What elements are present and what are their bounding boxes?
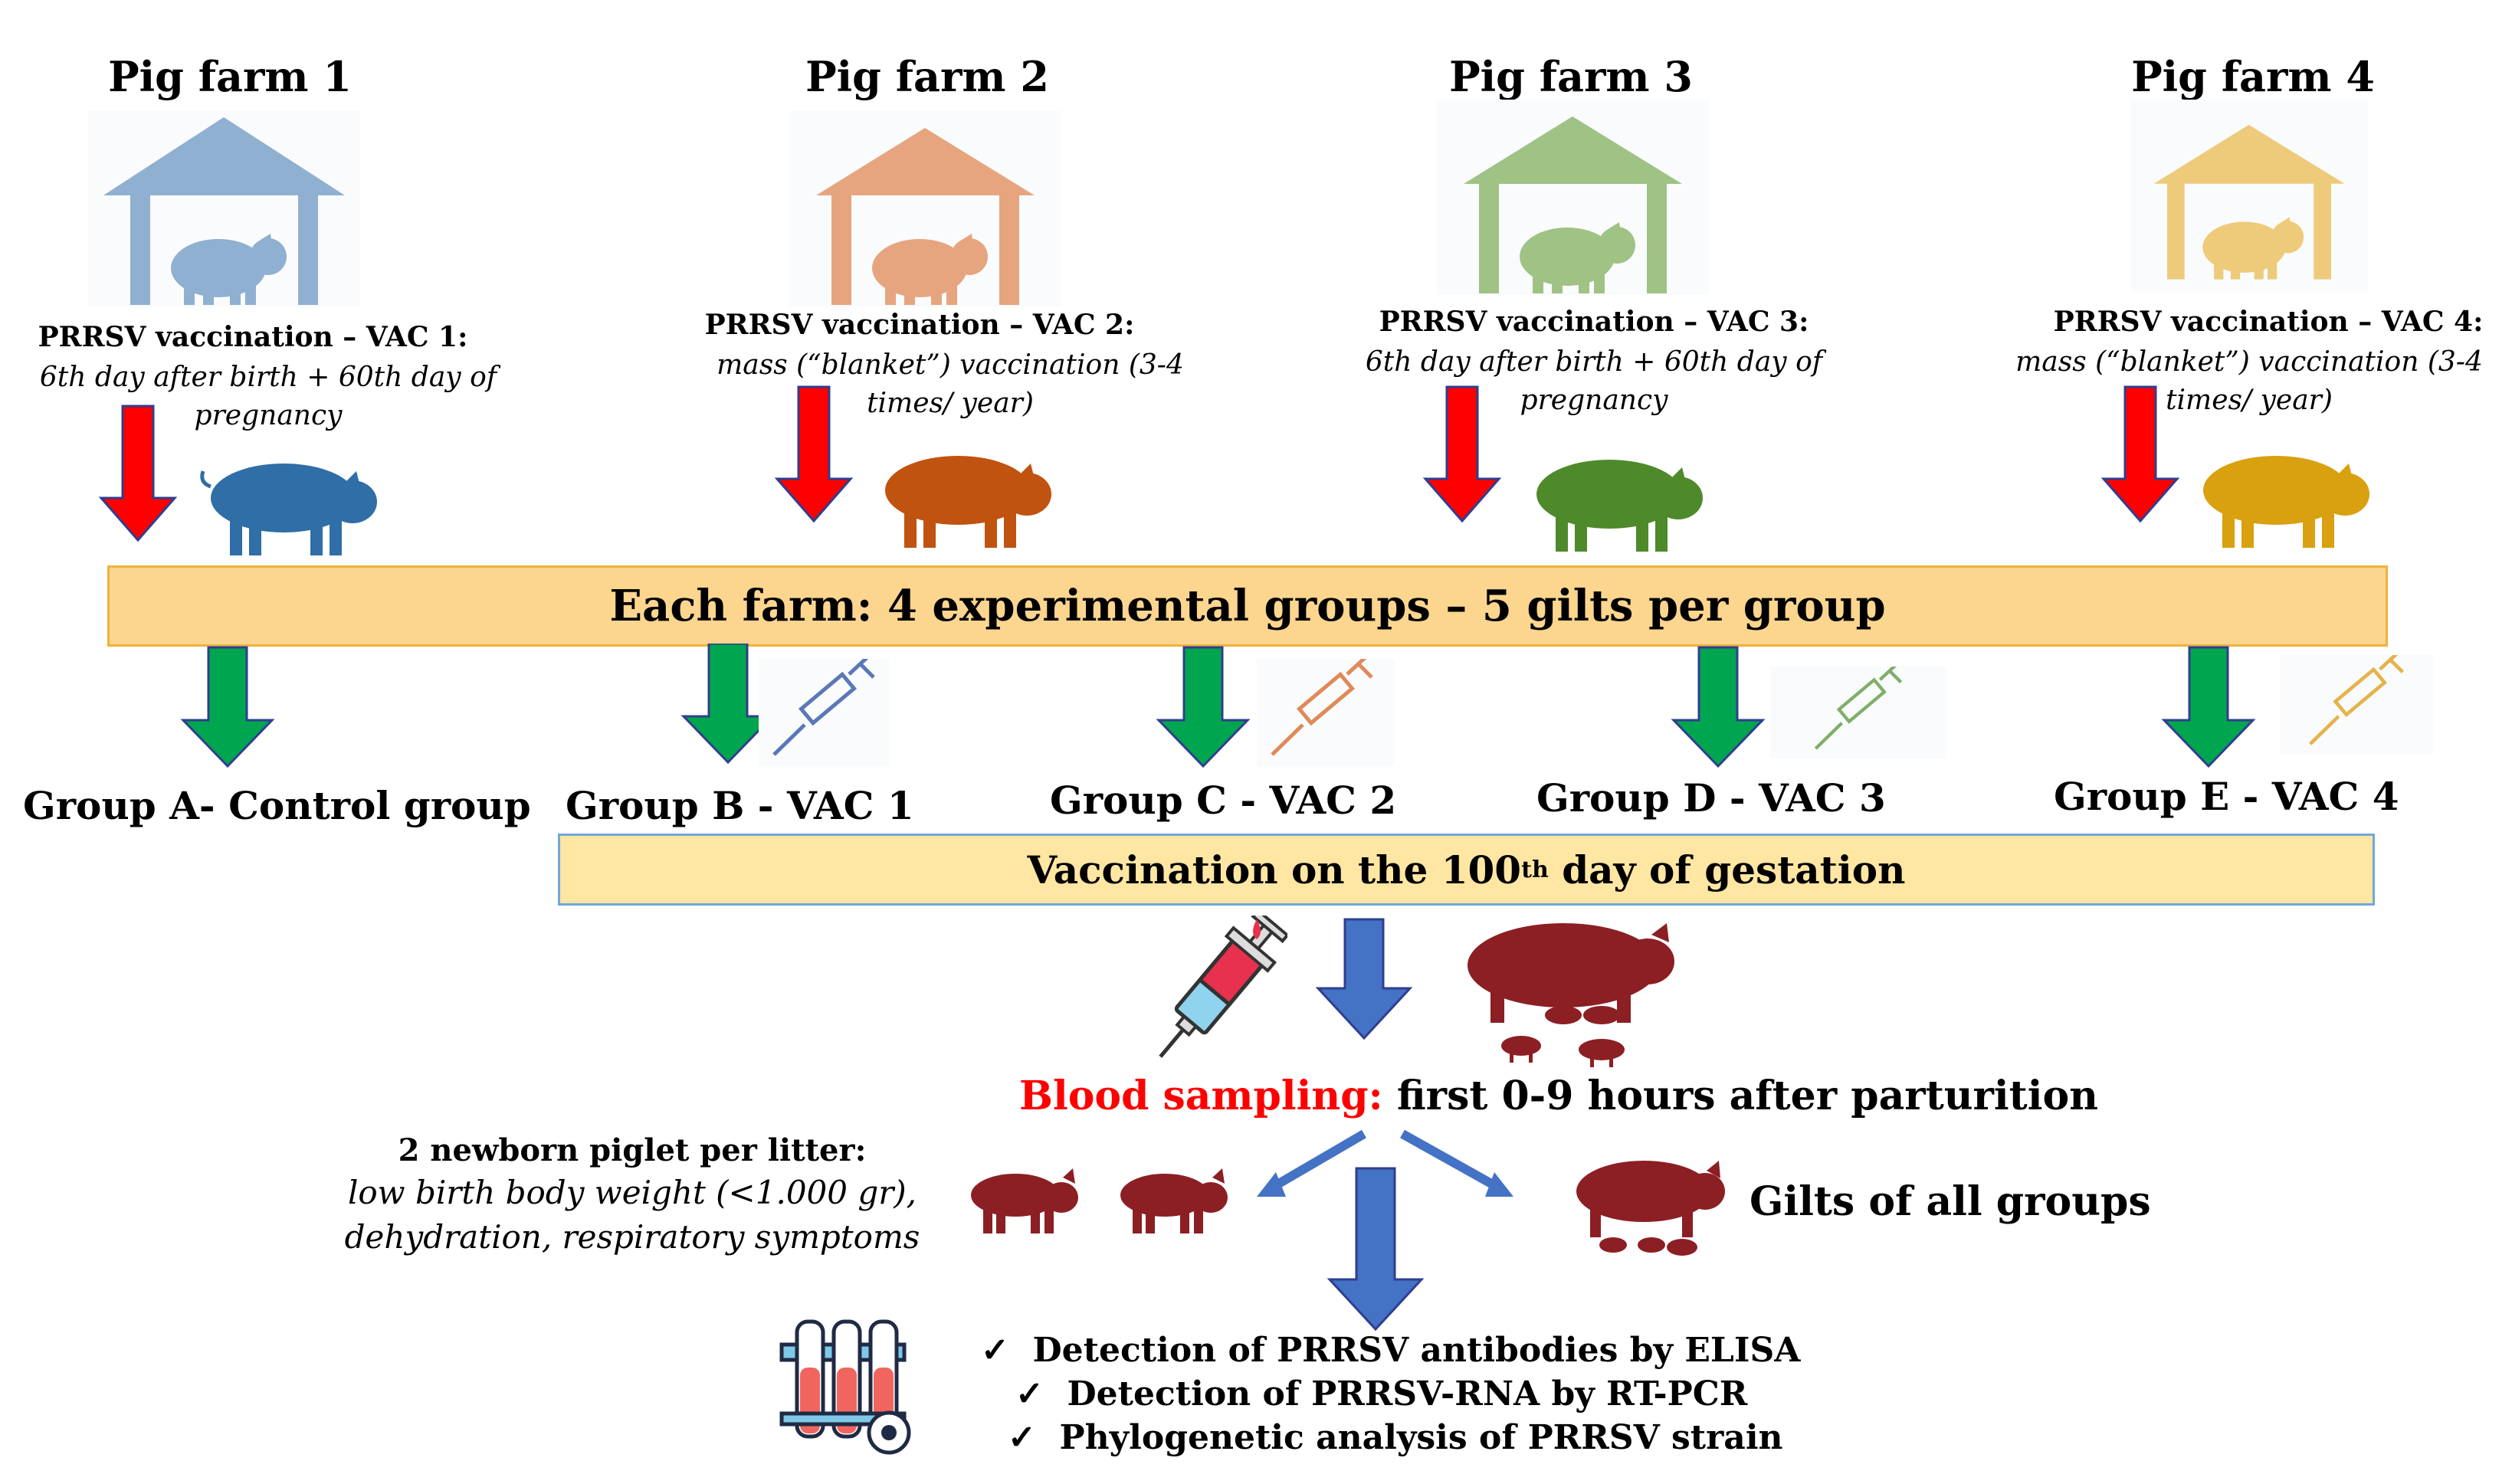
- blue-arrow-right: [1400, 1129, 1500, 1192]
- farm-3-vac-note: 6th day after birth + 60th day of pregna…: [1365, 346, 1823, 416]
- farm-4-barn-icon: [2130, 100, 2368, 291]
- farm-4-title: Pig farm 4: [2131, 52, 2375, 101]
- farm-2-vac-head: PRRSV vaccination – VAC 2:: [704, 309, 1135, 341]
- gilts-label: Gilts of all groups: [1750, 1178, 2151, 1225]
- farm-1-title: Pig farm 1: [108, 52, 352, 101]
- check-icon: ✓: [981, 1331, 1009, 1370]
- blue-arrow-bottom: [1327, 1167, 1425, 1332]
- red-arrow-2: [774, 385, 854, 523]
- group-b-label: Group B - VAC 1: [566, 783, 914, 828]
- blood-sampling-label: Blood sampling:: [1019, 1073, 1383, 1119]
- farm-2-barn-icon: [789, 111, 1061, 306]
- red-arrows-layer: [98, 385, 2180, 542]
- green-arrow-b: [680, 644, 776, 765]
- group-a-label: Group A- Control group: [23, 783, 531, 828]
- farm-2-vac-note: mass (“blanket”) vaccination (3-4 times/…: [717, 349, 1184, 419]
- blood-syringe-icon: [1142, 916, 1287, 1073]
- farm-3-title: Pig farm 3: [1449, 52, 1693, 101]
- blood-sampling-line: Blood sampling: first 0-9 hours after pa…: [1019, 1073, 2098, 1119]
- farm-4-vac-head: PRRSV vaccination – VAC 4:: [2053, 306, 2484, 338]
- detection-item-2: ✓ Detection of PRRSV-RNA by RT-PCR: [1015, 1373, 1747, 1416]
- piglets-line-1: low birth body weight (<1.000 gr),: [347, 1174, 917, 1211]
- pig-icon-farm-4: [2188, 433, 2376, 555]
- farm-4-vac-note: mass (“blanket”) vaccination (3-4 times/…: [2015, 346, 2483, 416]
- green-arrow-e: [2161, 646, 2256, 768]
- piglet-icon-1: [962, 1161, 1081, 1237]
- syringe-icon-c: [1257, 659, 1395, 766]
- farm-1-barn-icon: [88, 111, 360, 306]
- red-arrow-1: [98, 405, 178, 542]
- detection-text-2: Detection of PRRSV-RNA by RT-PCR: [1067, 1374, 1748, 1414]
- green-arrows-layer: [180, 644, 2256, 768]
- red-arrow-4: [2100, 385, 2180, 523]
- farm-1-vac-head: PRRSV vaccination – VAC 1:: [38, 321, 468, 353]
- piglets-line-2: dehydration, respiratory symptoms: [344, 1218, 920, 1256]
- vaccination-banner-before: Vaccination on the 100: [1027, 847, 1522, 893]
- group-e-label: Group E - VAC 4: [2054, 774, 2399, 819]
- farm-2-title: Pig farm 2: [805, 52, 1049, 101]
- test-tubes-icon: [774, 1314, 920, 1456]
- farm-3-vac-head: PRRSV vaccination – VAC 3:: [1379, 306, 1809, 338]
- red-arrow-3: [1422, 385, 1502, 523]
- blue-arrows-layer: [1257, 918, 1513, 1332]
- green-arrow-d: [1671, 646, 1766, 768]
- piglets-heading: 2 newborn piglet per litter:: [398, 1132, 867, 1168]
- blue-arrow-top: [1315, 918, 1413, 1040]
- syringe-icon-b: [759, 659, 889, 766]
- farm-1-vac-note: 6th day after birth + 60th day of pregna…: [39, 362, 497, 431]
- pig-icon-farm-1: [195, 441, 383, 563]
- pig-icon-farm-3: [1521, 437, 1709, 559]
- green-arrow-a: [180, 646, 275, 768]
- check-icon: ✓: [1008, 1418, 1036, 1457]
- pig-icon-farm-2: [870, 433, 1058, 555]
- detection-item-3: ✓ Phylogenetic analysis of PRRSV strain: [1008, 1417, 1783, 1459]
- blue-arrow-left: [1269, 1129, 1367, 1192]
- detection-text-3: Phylogenetic analysis of PRRSV strain: [1059, 1418, 1783, 1457]
- gilt-with-piglets-icon: [1567, 1149, 1728, 1264]
- sow-with-piglets-icon: [1456, 916, 1678, 1069]
- detection-text-1: Detection of PRRSV antibodies by ELISA: [1032, 1331, 1801, 1370]
- green-arrow-c: [1156, 646, 1251, 768]
- detection-item-1: ✓ Detection of PRRSV antibodies by ELISA: [981, 1329, 1800, 1372]
- vaccination-banner-after: day of gestation: [1548, 847, 1906, 893]
- farm-3-barn-icon: [1437, 100, 1709, 295]
- syringe-icon-e: [2280, 655, 2433, 755]
- blood-sampling-text: first 0-9 hours after parturition: [1382, 1073, 2098, 1119]
- group-d-label: Group D - VAC 3: [1536, 775, 1886, 821]
- group-c-label: Group C - VAC 2: [1050, 778, 1397, 823]
- piglet-icon-2: [1111, 1161, 1230, 1237]
- check-icon: ✓: [1015, 1374, 1044, 1414]
- syringe-icon-d: [1770, 667, 1946, 758]
- experimental-groups-banner: Each farm: 4 experimental groups – 5 gil…: [107, 565, 2388, 647]
- vaccination-banner-sup: th: [1521, 856, 1549, 883]
